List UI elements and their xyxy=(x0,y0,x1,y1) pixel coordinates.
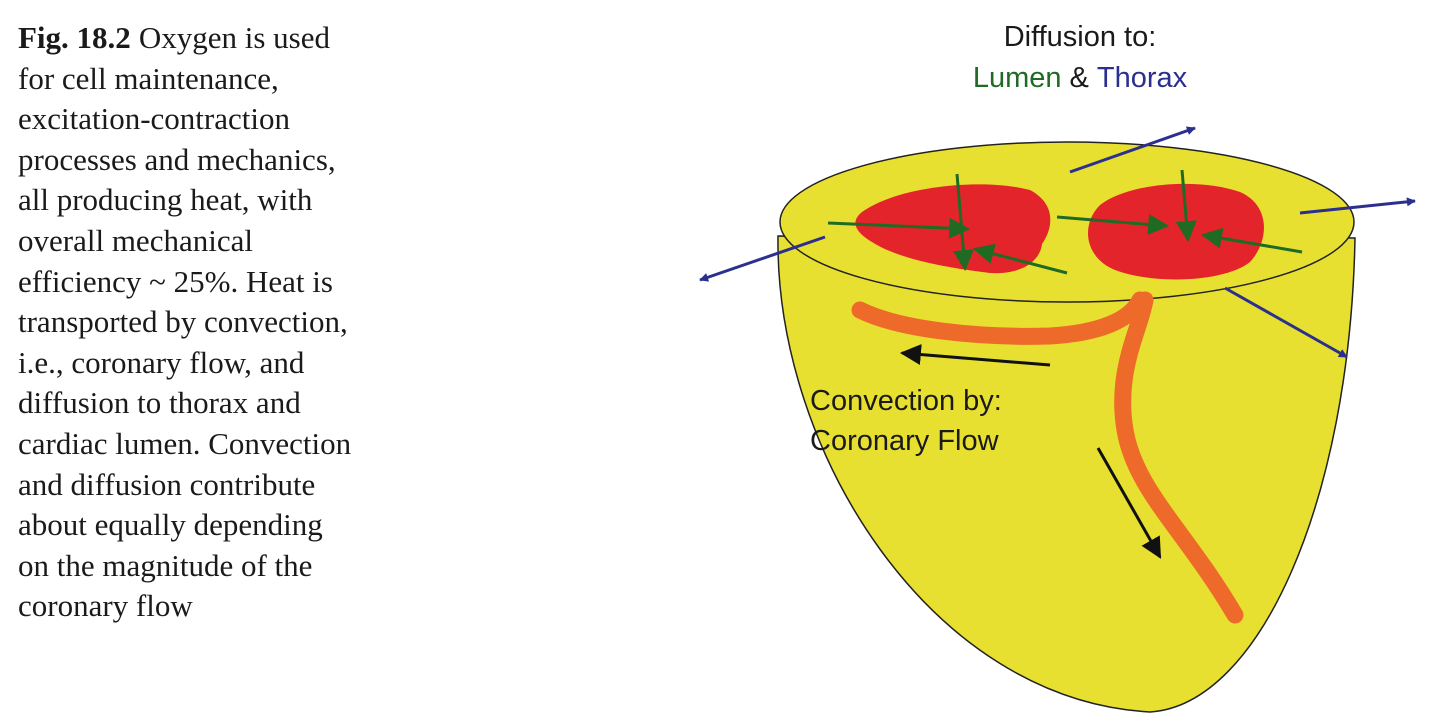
caption-line-4: processes and mechanics, xyxy=(18,141,336,177)
caption-line-10: diffusion to thorax and xyxy=(18,385,301,421)
caption-line-15: coronary flow xyxy=(18,588,193,624)
convection-label-1: Convection by: xyxy=(810,385,1002,417)
lumen-arrow-5 xyxy=(1175,169,1197,243)
caption-line-14: on the magnitude of the xyxy=(18,547,313,583)
caption-line-5: all producing heat, with xyxy=(18,182,313,218)
right-lumen xyxy=(1088,183,1264,280)
amp-label: & xyxy=(1070,62,1089,94)
lumen-arrow-4 xyxy=(1056,213,1170,235)
diffusion-title: Diffusion to: xyxy=(1004,21,1157,53)
coronary-artery xyxy=(851,291,1149,345)
caption-line-11: cardiac lumen. Convection xyxy=(18,425,352,461)
caption-line-9: i.e., coronary flow, and xyxy=(18,344,305,380)
thorax-arrow-lower-right xyxy=(1224,286,1348,359)
thorax-arrow-left xyxy=(699,235,826,282)
thorax-arrow-top xyxy=(1069,126,1196,174)
caption-line-8: transported by convection, xyxy=(18,304,348,340)
thorax-arrow-right xyxy=(1299,197,1416,215)
caption-line-2: for cell maintenance, xyxy=(18,60,279,96)
figure-label: Fig. 18.2 xyxy=(18,20,131,55)
flow-arrow-down xyxy=(1096,447,1162,559)
thorax-label: Thorax xyxy=(1097,62,1188,94)
flow-arrow-left xyxy=(899,344,1051,367)
lumen-arrow-1 xyxy=(827,217,971,239)
lumen-label: Lumen xyxy=(973,62,1062,94)
caption-line-7: efficiency ~ 25%. Heat is xyxy=(18,263,333,299)
caption-line-13: about equally depending xyxy=(18,507,323,543)
coronary-artery-descending xyxy=(1114,291,1244,624)
caption-line-6: overall mechanical xyxy=(18,222,253,258)
convection-label-2: Coronary Flow xyxy=(810,425,1000,457)
lumen-arrow-3 xyxy=(972,243,1068,275)
caption-line-3: excitation-contraction xyxy=(18,101,290,137)
diffusion-targets: Lumen&Thorax xyxy=(973,62,1188,94)
lumen-arrow-6 xyxy=(1200,227,1303,254)
lumen-arrow-2 xyxy=(952,173,974,272)
caption-line-12: and diffusion contribute xyxy=(18,466,316,502)
